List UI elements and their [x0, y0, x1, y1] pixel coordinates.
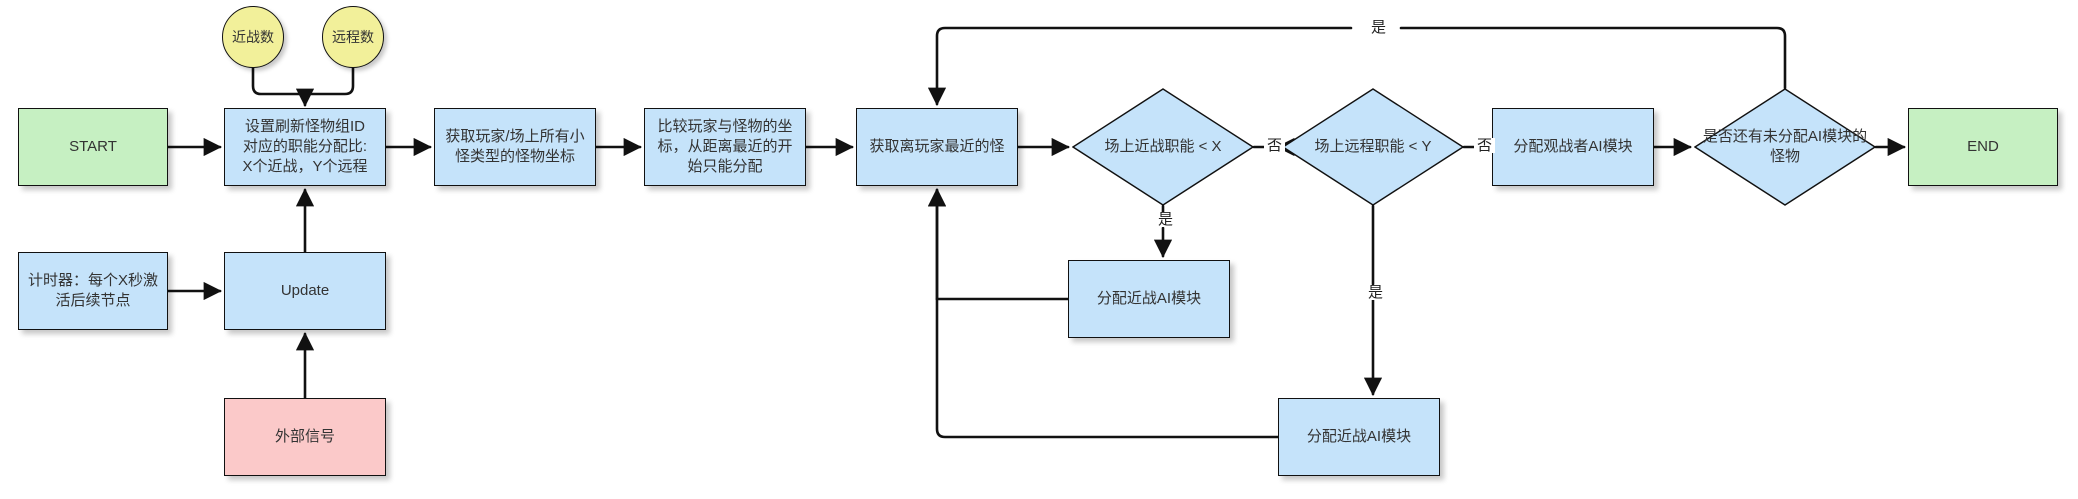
- node-assign-observer[interactable]: 分配观战者AI模块: [1492, 108, 1654, 186]
- node-get-coords-label: 获取玩家/场上所有小怪类型的怪物坐标: [445, 128, 585, 165]
- node-external-signal-label: 外部信号: [274, 428, 335, 446]
- node-ranged-count[interactable]: 远程数: [322, 6, 384, 68]
- node-assign-melee-2-label: 分配近战AI模块: [1306, 428, 1412, 446]
- node-end-label: END: [1967, 138, 1999, 156]
- edge-label-yes-2: 是: [1365, 285, 1387, 300]
- node-assign-observer-label: 分配观战者AI模块: [1513, 138, 1633, 156]
- node-get-nearest-label: 获取离玩家最近的怪: [869, 138, 1005, 156]
- node-set-ratio[interactable]: 设置刷新怪物组ID 对应的职能分配比: X个近战，Y个远程: [224, 108, 386, 186]
- edge-diaremain-yes-loop: [1399, 26, 1787, 90]
- node-decision-remaining-label: 是否还有未分配AI模块的怪物: [1702, 128, 1868, 165]
- node-update[interactable]: Update: [224, 252, 386, 330]
- edge-ranged-to-setratio: [303, 66, 355, 96]
- edge-label-no-1: 否: [1264, 138, 1286, 153]
- node-assign-melee-2[interactable]: 分配近战AI模块: [1278, 398, 1440, 476]
- node-timer-label: 计时器：每个X秒激活后续节点: [27, 272, 158, 309]
- node-set-ratio-label: 设置刷新怪物组ID 对应的职能分配比: X个近战，Y个远程: [242, 118, 368, 175]
- node-melee-count-label: 近战数: [232, 28, 274, 45]
- node-assign-melee-1-label: 分配近战AI模块: [1096, 290, 1202, 308]
- edge-label-yes-1: 是: [1155, 212, 1177, 227]
- edge-label-yes-3: 是: [1368, 20, 1390, 35]
- node-decision-remaining[interactable]: 是否还有未分配AI模块的怪物: [1694, 88, 1876, 206]
- node-decision-ranged-label: 场上远程职能 < Y: [1314, 138, 1432, 156]
- node-ranged-count-label: 远程数: [332, 28, 374, 45]
- node-compare-coords-label: 比较玩家与怪物的坐标，从距离最近的开始只能分配: [657, 118, 793, 175]
- node-compare-coords[interactable]: 比较玩家与怪物的坐标，从距离最近的开始只能分配: [644, 108, 806, 186]
- node-start-label: START: [69, 138, 117, 156]
- diamond-shape-icon: [1694, 88, 1876, 206]
- node-assign-melee-1[interactable]: 分配近战AI模块: [1068, 260, 1230, 338]
- node-melee-count[interactable]: 近战数: [222, 6, 284, 68]
- node-get-coords[interactable]: 获取玩家/场上所有小怪类型的怪物坐标: [434, 108, 596, 186]
- node-get-nearest[interactable]: 获取离玩家最近的怪: [856, 108, 1018, 186]
- node-decision-ranged[interactable]: 场上远程职能 < Y: [1282, 88, 1464, 206]
- node-decision-melee-label: 场上近战职能 < X: [1104, 138, 1222, 156]
- node-update-label: Update: [280, 282, 330, 300]
- node-end[interactable]: END: [1908, 108, 2058, 186]
- node-start[interactable]: START: [18, 108, 168, 186]
- node-timer[interactable]: 计时器：每个X秒激活后续节点: [18, 252, 168, 330]
- edge-melee-to-setratio: [251, 66, 307, 96]
- node-external-signal[interactable]: 外部信号: [224, 398, 386, 476]
- node-decision-melee[interactable]: 场上近战职能 < X: [1072, 88, 1254, 206]
- edge-label-no-2: 否: [1474, 138, 1496, 153]
